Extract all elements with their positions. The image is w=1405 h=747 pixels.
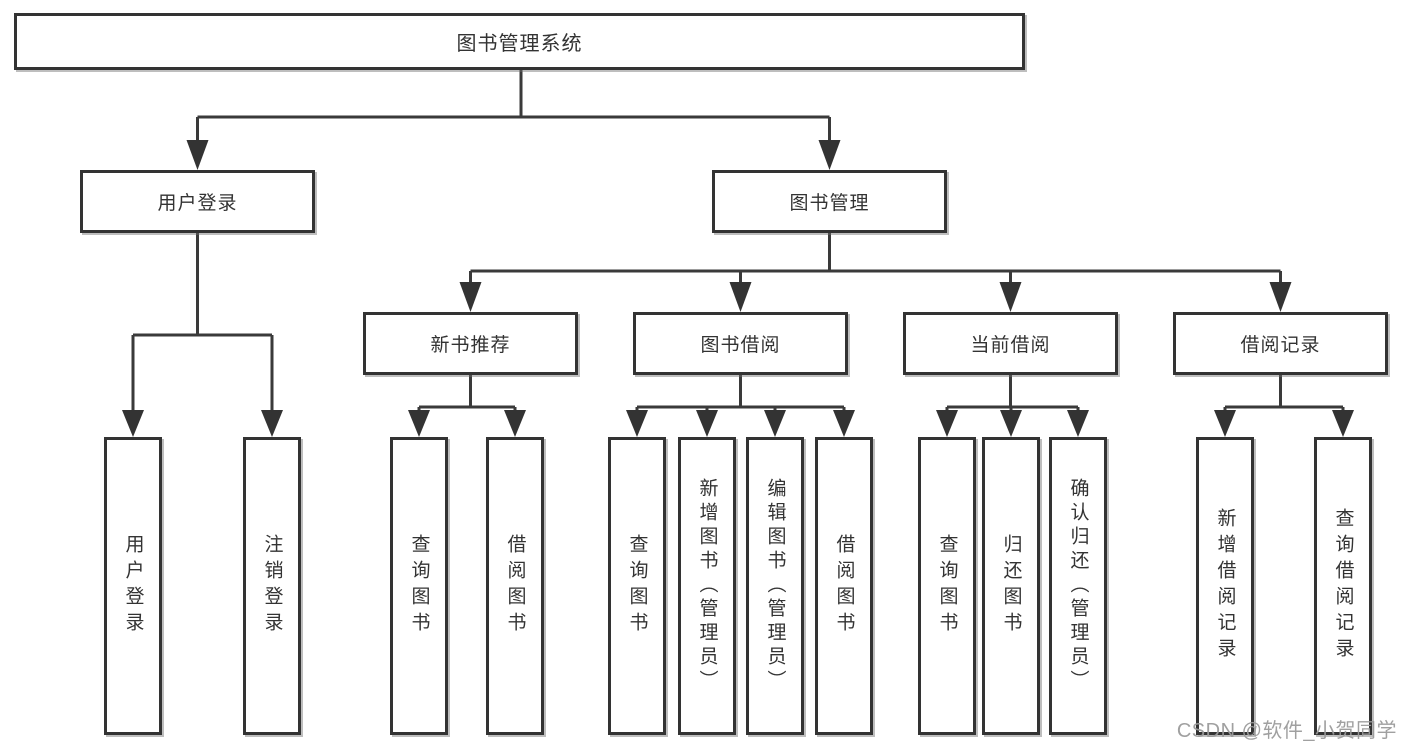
leaf-return-books: 归还图书 xyxy=(982,437,1040,735)
node-new-book-recommendation: 新书推荐 xyxy=(363,312,578,375)
leaf-borrow-books-recommend: 借阅图书 xyxy=(486,437,544,735)
leaf-label: 借阅图书 xyxy=(833,534,855,638)
leaf-label: 编辑图书（管理员） xyxy=(764,478,786,694)
leaf-query-books-recommend: 查询图书 xyxy=(390,437,448,735)
leaf-label: 借阅图书 xyxy=(504,534,526,638)
node-user-login: 用户登录 xyxy=(80,170,315,233)
leaf-label: 归还图书 xyxy=(1000,534,1022,638)
node-library-management-system: 图书管理系统 xyxy=(14,13,1025,70)
leaf-query-books-current: 查询图书 xyxy=(918,437,976,735)
leaf-label: 用户登录 xyxy=(122,534,144,638)
leaf-edit-books-admin: 编辑图书（管理员） xyxy=(746,437,804,735)
leaf-borrow-books: 借阅图书 xyxy=(815,437,873,735)
leaf-label: 新增图书（管理员） xyxy=(696,478,718,694)
leaf-label: 新增借阅记录 xyxy=(1214,508,1236,664)
csdn-watermark: CSDN @软件_小贺同学 xyxy=(1176,720,1397,742)
node-borrowing-records: 借阅记录 xyxy=(1173,312,1388,375)
node-book-management: 图书管理 xyxy=(712,170,947,233)
leaf-add-borrow-record: 新增借阅记录 xyxy=(1196,437,1254,735)
leaf-query-books-borrow: 查询图书 xyxy=(608,437,666,735)
leaf-label: 查询图书 xyxy=(936,534,958,638)
leaf-confirm-return-admin: 确认归还（管理员） xyxy=(1049,437,1107,735)
leaf-label: 注销登录 xyxy=(261,534,283,638)
leaf-label: 确认归还（管理员） xyxy=(1067,478,1089,694)
leaf-label: 查询图书 xyxy=(626,534,648,638)
leaf-user-login: 用户登录 xyxy=(104,437,162,735)
leaf-add-books-admin: 新增图书（管理员） xyxy=(678,437,736,735)
leaf-label: 查询图书 xyxy=(408,534,430,638)
leaf-label: 查询借阅记录 xyxy=(1332,508,1354,664)
leaf-query-borrow-record: 查询借阅记录 xyxy=(1314,437,1372,735)
leaf-logout: 注销登录 xyxy=(243,437,301,735)
node-book-borrowing: 图书借阅 xyxy=(633,312,848,375)
node-current-borrowing: 当前借阅 xyxy=(903,312,1118,375)
